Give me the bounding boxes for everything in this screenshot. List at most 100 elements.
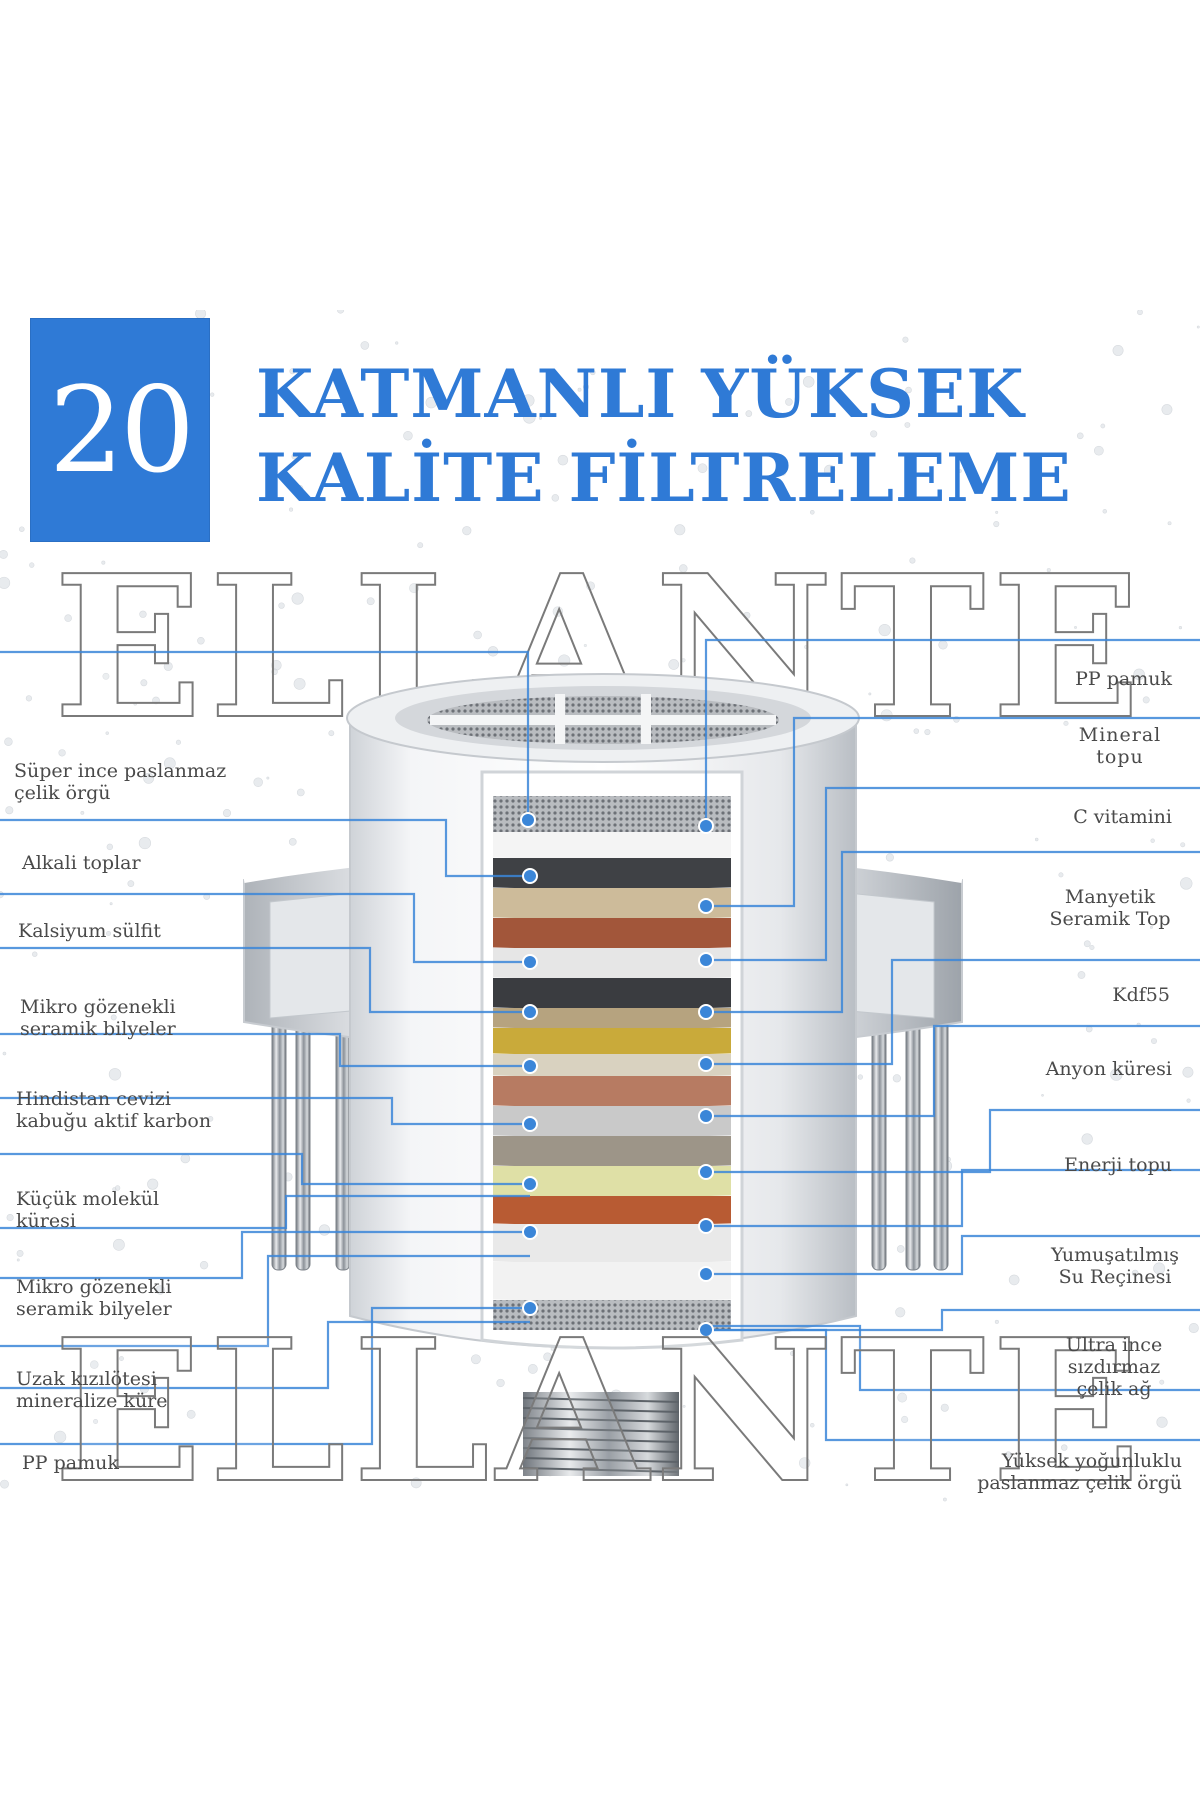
water-droplet xyxy=(425,396,437,409)
filter-layer-band xyxy=(493,1028,731,1054)
inlet-cross-bars xyxy=(430,694,776,744)
water-droplet xyxy=(80,811,85,815)
water-droplet xyxy=(163,661,173,671)
water-droplet xyxy=(101,560,106,565)
water-droplet xyxy=(417,542,424,549)
water-droplet xyxy=(296,484,304,493)
water-droplet xyxy=(557,454,569,466)
water-droplet xyxy=(582,383,590,390)
water-droplet xyxy=(789,1351,795,1356)
water-droplet xyxy=(901,1415,909,1424)
leader-line xyxy=(706,1024,1200,1118)
leader-dot xyxy=(698,898,714,914)
water-droplet xyxy=(697,463,708,474)
label-calcium-sulfite: Kalsiyum sülfit xyxy=(18,920,161,942)
water-droplet xyxy=(278,602,285,609)
water-droplet xyxy=(590,369,596,376)
water-droplet xyxy=(296,788,305,797)
leader-line xyxy=(704,638,1200,826)
water-droplet xyxy=(1137,310,1143,316)
leader-lines xyxy=(0,638,1200,1446)
leader-line xyxy=(706,850,1200,1014)
water-droplet xyxy=(1058,872,1064,878)
water-droplet xyxy=(1063,720,1069,726)
watermark-text: ELLANTE xyxy=(53,1312,1147,1522)
water-droplet xyxy=(940,1403,949,1412)
leader-dot xyxy=(522,1176,538,1192)
water-droplet xyxy=(583,644,587,648)
label-alkaline-balls: Alkali toplar xyxy=(22,852,141,874)
water-droplet xyxy=(163,757,176,770)
water-droplet xyxy=(1182,1066,1194,1078)
filter-layer-band xyxy=(493,1054,731,1076)
water-droplet xyxy=(895,1307,906,1318)
leader-dot xyxy=(698,818,714,834)
thread-groove xyxy=(522,1467,680,1473)
water-droplet xyxy=(197,636,205,645)
water-droplet xyxy=(823,464,836,476)
water-droplet xyxy=(53,1430,67,1444)
leader-line xyxy=(0,1254,530,1348)
water-droplet xyxy=(577,387,582,392)
water-droplet xyxy=(186,1409,196,1419)
water-droplet xyxy=(1093,445,1104,456)
water-droplet xyxy=(289,368,296,375)
water-droplet xyxy=(1142,696,1150,704)
water-droplet xyxy=(1076,432,1084,440)
water-droplet xyxy=(1089,944,1095,951)
leader-line xyxy=(0,1306,530,1446)
leader-line xyxy=(0,1096,530,1126)
water-droplet xyxy=(32,951,38,957)
water-droplet xyxy=(1110,1068,1123,1081)
water-droplet xyxy=(924,728,931,736)
leader-dot xyxy=(698,1266,714,1282)
water-droplet xyxy=(1041,1093,1044,1097)
water-droplet xyxy=(1180,877,1193,890)
water-droplet xyxy=(207,1116,214,1122)
water-droplet xyxy=(0,550,8,559)
water-droplet xyxy=(127,880,135,888)
water-droplet xyxy=(119,1356,124,1361)
water-droplet xyxy=(395,341,399,345)
water-droplet xyxy=(25,695,33,702)
water-droplet xyxy=(905,386,912,394)
water-droplet xyxy=(175,739,182,745)
water-droplet xyxy=(1074,625,1077,629)
water-droplet xyxy=(222,809,232,818)
water-droplet xyxy=(288,838,297,846)
leader-line xyxy=(0,1230,530,1280)
leader-line xyxy=(0,1032,530,1068)
leader-line xyxy=(706,1168,1200,1228)
water-droplet xyxy=(1034,837,1039,842)
label-vitamin-c: C vitamini xyxy=(1073,806,1172,828)
leader-line xyxy=(706,1108,1200,1174)
outlet-pin xyxy=(933,1019,949,1271)
water-droplet xyxy=(1008,1274,1020,1286)
water-droplet xyxy=(328,730,335,737)
leader-line xyxy=(706,786,1200,962)
headline: KATMANLI YÜKSEK KALİTE FİLTRELEME xyxy=(256,352,1156,520)
water-droplet xyxy=(473,630,482,640)
water-droplet xyxy=(1077,971,1086,979)
water-droplet xyxy=(155,1285,165,1295)
water-droplet xyxy=(1180,842,1186,848)
water-droplet xyxy=(410,1477,422,1489)
thread-grooves xyxy=(522,1397,680,1473)
water-droplet xyxy=(809,509,815,515)
water-droplet xyxy=(289,507,294,512)
water-droplet xyxy=(995,510,999,514)
water-droplet xyxy=(140,679,148,687)
leader-line xyxy=(706,1328,1200,1442)
water-droplet xyxy=(523,411,536,424)
water-droplet xyxy=(1081,1133,1093,1145)
leader-line xyxy=(706,1324,1200,1392)
leader-dot xyxy=(698,1164,714,1180)
water-droplet xyxy=(291,592,304,605)
thread-groove xyxy=(522,1397,680,1403)
water-droplet xyxy=(337,310,345,314)
leader-dot xyxy=(522,954,538,970)
water-droplet xyxy=(5,806,14,815)
water-droplet xyxy=(16,1249,24,1257)
